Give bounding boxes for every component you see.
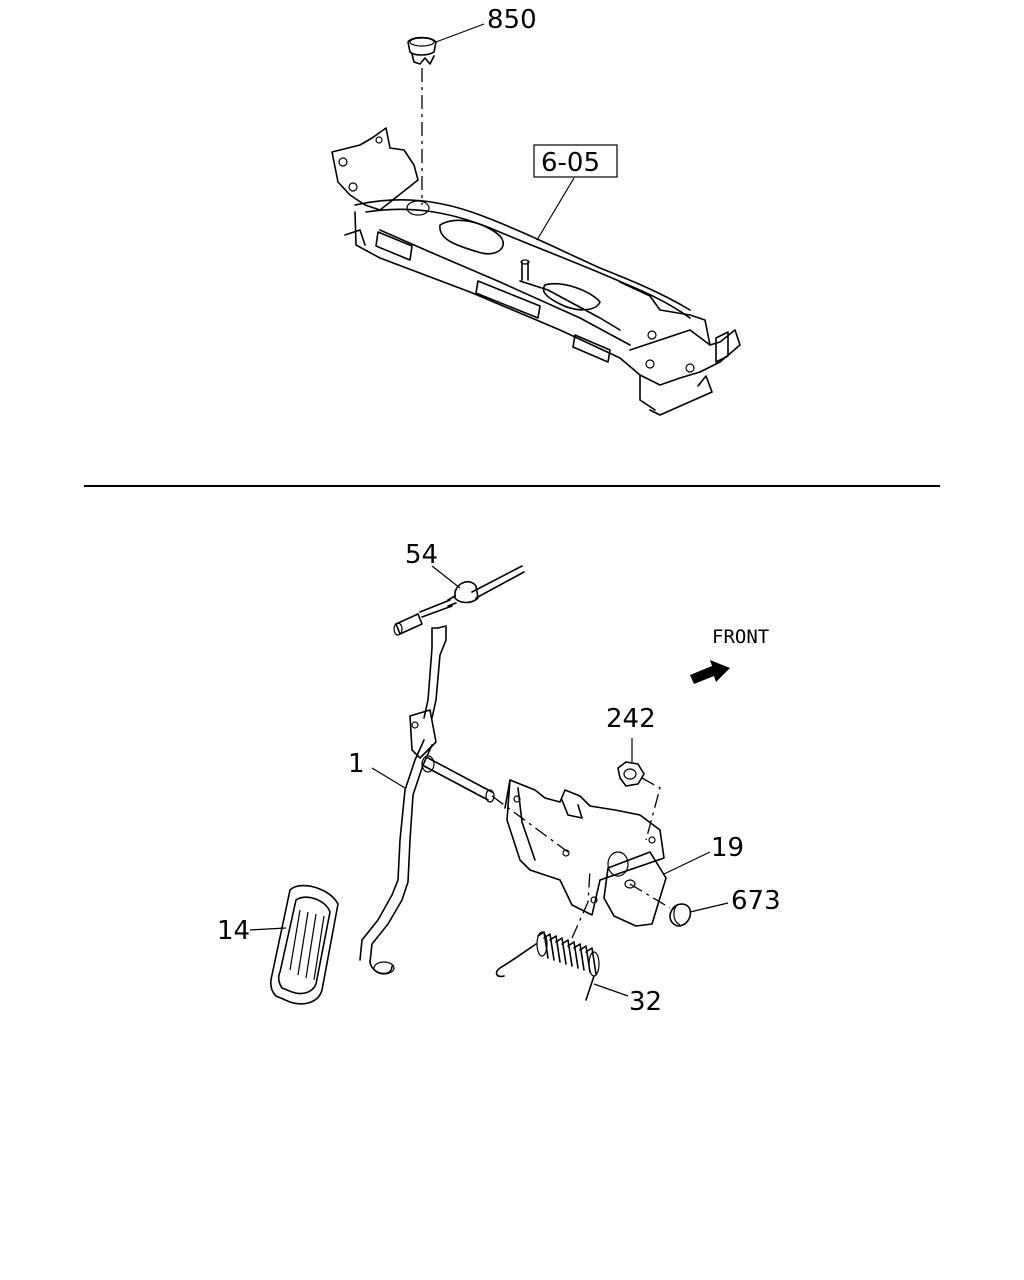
dash-panel-assembly (331, 127, 741, 416)
clip-part-number: 850 (487, 5, 537, 35)
bracket-part-number: 19 (711, 833, 744, 863)
accelerator-cable (393, 565, 525, 636)
ref-box-leader-line (536, 177, 575, 241)
bushing-leader-line (689, 902, 729, 913)
nut-install-line (641, 777, 661, 841)
lever-part-number: 1 (348, 749, 365, 779)
cable-part-number: 54 (405, 540, 438, 570)
bushing-part (669, 903, 692, 927)
front-arrow-icon (690, 660, 730, 684)
return-spring (495, 931, 600, 1001)
spring-install-line (571, 869, 591, 939)
lever-bracket (603, 851, 671, 927)
pedal-bracket-assembly (491, 779, 665, 916)
nut-part (617, 761, 645, 787)
top-view: 850 6-05 (331, 5, 741, 416)
pedal-pad (270, 884, 339, 1005)
bushing-part-number: 673 (731, 886, 781, 916)
accelerator-lever (359, 625, 495, 975)
ref-box-label: 6-05 (541, 148, 600, 178)
bracket-leader-line (663, 851, 711, 875)
lever-leader-line (371, 767, 406, 789)
front-direction-label: FRONT (712, 626, 769, 648)
clip-part (407, 36, 437, 65)
ref-box-frame (533, 144, 618, 178)
spring-part-number: 32 (629, 987, 662, 1017)
cable-leader-line (431, 565, 461, 589)
pedal-pad-leader-line (249, 927, 287, 931)
bottom-view: 54 FRONT 1 14 (217, 540, 781, 1017)
spring-leader-line (593, 983, 629, 997)
clip-leader-line (435, 23, 485, 43)
nut-part-number: 242 (606, 704, 656, 734)
pedal-pad-part-number: 14 (217, 916, 250, 946)
